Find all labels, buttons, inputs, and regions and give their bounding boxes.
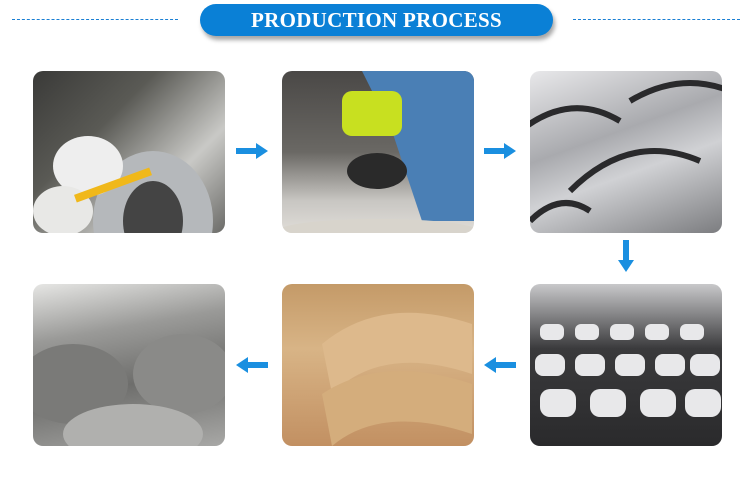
section-title-banner: PRODUCTION PROCESS [200, 4, 553, 36]
header-divider-right [573, 19, 740, 20]
arrow-left-icon [236, 357, 268, 373]
section-title: PRODUCTION PROCESS [250, 7, 502, 32]
step-1-welding-photo [33, 71, 225, 233]
header-divider-left [12, 19, 178, 20]
step-2-grinding-photo [282, 71, 474, 233]
step-4-finished-parts-photo [530, 284, 722, 446]
arrow-left-icon [484, 357, 516, 373]
step-5-carton-packing-photo [282, 284, 474, 446]
arrow-right-icon [484, 143, 516, 159]
step-3-polished-halfpipes-photo [530, 71, 722, 233]
arrow-right-icon [236, 143, 268, 159]
step-6-wrapped-stock-photo [33, 284, 225, 446]
arrow-down-icon [618, 240, 634, 272]
